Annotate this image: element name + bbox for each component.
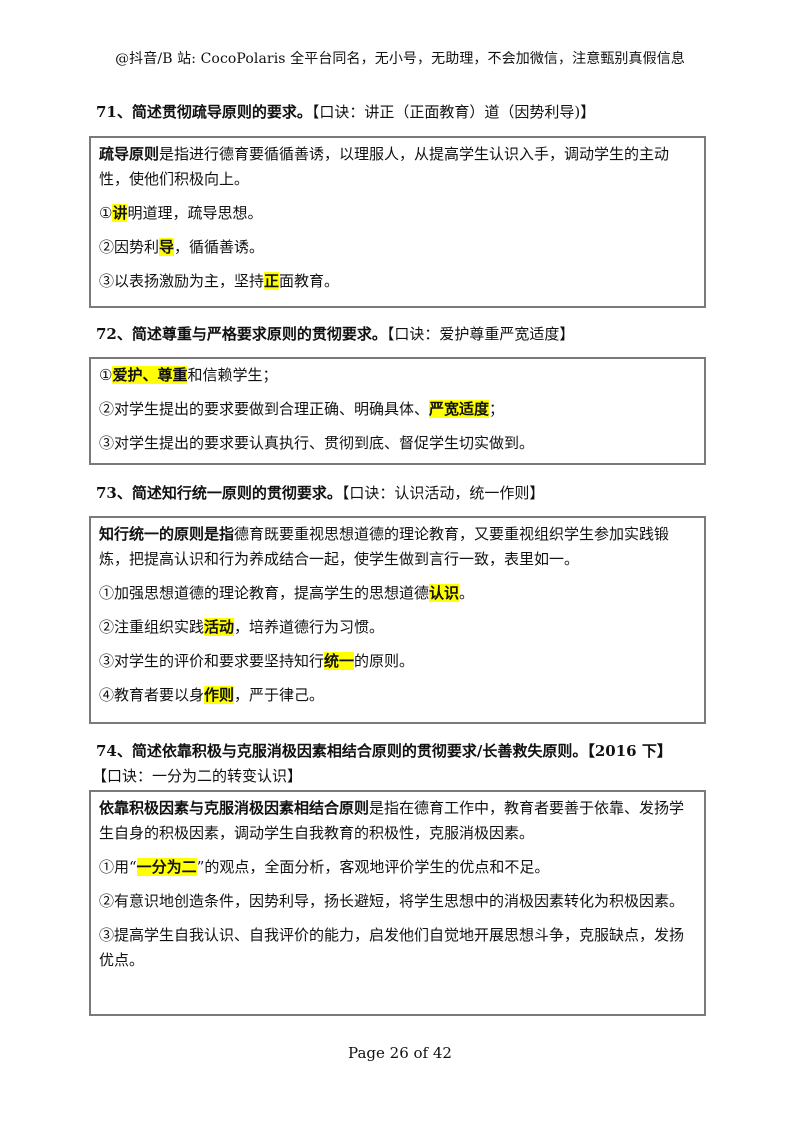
- list-item: ②对学生提出的要求要做到合理正确、明确具体、严宽适度；: [99, 400, 505, 418]
- list-item: ①爱护、尊重和信赖学生；: [99, 366, 278, 384]
- question-71-title: 71、简述贯彻疏导原则的要求。: [96, 103, 312, 121]
- list-item: ②注重组织实践活动，培养道德行为习惯。: [99, 618, 385, 636]
- answer-box-72: ①爱护、尊重和信赖学生； ②对学生提出的要求要做到合理正确、明确具体、严宽适度；…: [89, 357, 706, 465]
- question-71-hint: 【口诀：讲正（正面教育）道（因势利导)】: [311, 103, 596, 121]
- definition: 依靠积极因素与克服消极因素相结合原则是指在德育工作中，教育者要善于依靠、发扬学生…: [99, 799, 685, 842]
- list-item: ③提高学生自我认识、自我评价的能力，启发他们自觉地开展思想斗争，克服缺点，发扬优…: [99, 926, 685, 969]
- list-item: ①讲明道理，疏导思想。: [99, 204, 263, 222]
- definition: 知行统一的原则是指德育既要重视思想道德的理论教育，又要重视组织学生参加实践锻炼，…: [99, 525, 670, 568]
- list-item: ③以表扬激励为主，坚持正面教育。: [99, 272, 340, 290]
- list-item: ①加强思想道德的理论教育，提高学生的思想道德认识。: [99, 584, 475, 602]
- answer-box-74: 依靠积极因素与克服消极因素相结合原则是指在德育工作中，教育者要善于依靠、发扬学生…: [89, 790, 706, 1016]
- question-73-hint: 【口诀：认识活动，统一作则】: [341, 484, 545, 502]
- page-number: Page 26 of 42: [348, 1044, 452, 1062]
- list-item: ①用“一分为二”的观点，全面分析，客观地评价学生的优点和不足。: [99, 858, 550, 876]
- question-74-title: 74、简述依靠积极与克服消极因素相结合原则的贯彻要求/长善救失原则。【2016 …: [96, 742, 672, 760]
- question-72-hint: 【口诀：爱护尊重严宽适度】: [386, 325, 575, 343]
- list-item: ③对学生的评价和要求要坚持知行统一的原则。: [99, 652, 415, 670]
- definition: 疏导原则是指进行德育要循循善诱，以理服人，从提高学生认识入手，调动学生的主动性，…: [99, 145, 670, 188]
- list-item: ②有意识地创造条件，因势利导，扬长避短，将学生思想中的消极因素转化为积极因素。: [99, 892, 685, 910]
- question-72-heading: 72、简述尊重与严格要求原则的贯彻要求。【口诀：爱护尊重严宽适度】: [96, 322, 716, 347]
- answer-box-73: 知行统一的原则是指德育既要重视思想道德的理论教育，又要重视组织学生参加实践锻炼，…: [89, 516, 706, 724]
- page-header: @抖音/B 站: CocoPolaris 全平台同名，无小号，无助理，不会加微信…: [115, 51, 685, 67]
- question-72-title: 72、简述尊重与严格要求原则的贯彻要求。: [96, 325, 387, 343]
- answer-box-71: 疏导原则是指进行德育要循循善诱，以理服人，从提高学生认识入手，调动学生的主动性，…: [89, 136, 706, 308]
- list-item: ②因势利导，循循善诱。: [99, 238, 265, 256]
- question-73-heading: 73、简述知行统一原则的贯彻要求。【口诀：认识活动，统一作则】: [96, 481, 716, 506]
- question-74-hint: 【口诀：一分为二的转变认识】: [92, 767, 303, 785]
- question-74-heading: 74、简述依靠积极与克服消极因素相结合原则的贯彻要求/长善救失原则。【2016 …: [92, 739, 716, 789]
- list-item: ④教育者要以身作则，严于律己。: [99, 686, 325, 704]
- question-71-heading: 71、简述贯彻疏导原则的要求。【口诀：讲正（正面教育）道（因势利导)】: [96, 100, 716, 125]
- question-73-title: 73、简述知行统一原则的贯彻要求。: [96, 484, 342, 502]
- list-item: ③对学生提出的要求要认真执行、贯彻到底、督促学生切实做到。: [99, 434, 535, 452]
